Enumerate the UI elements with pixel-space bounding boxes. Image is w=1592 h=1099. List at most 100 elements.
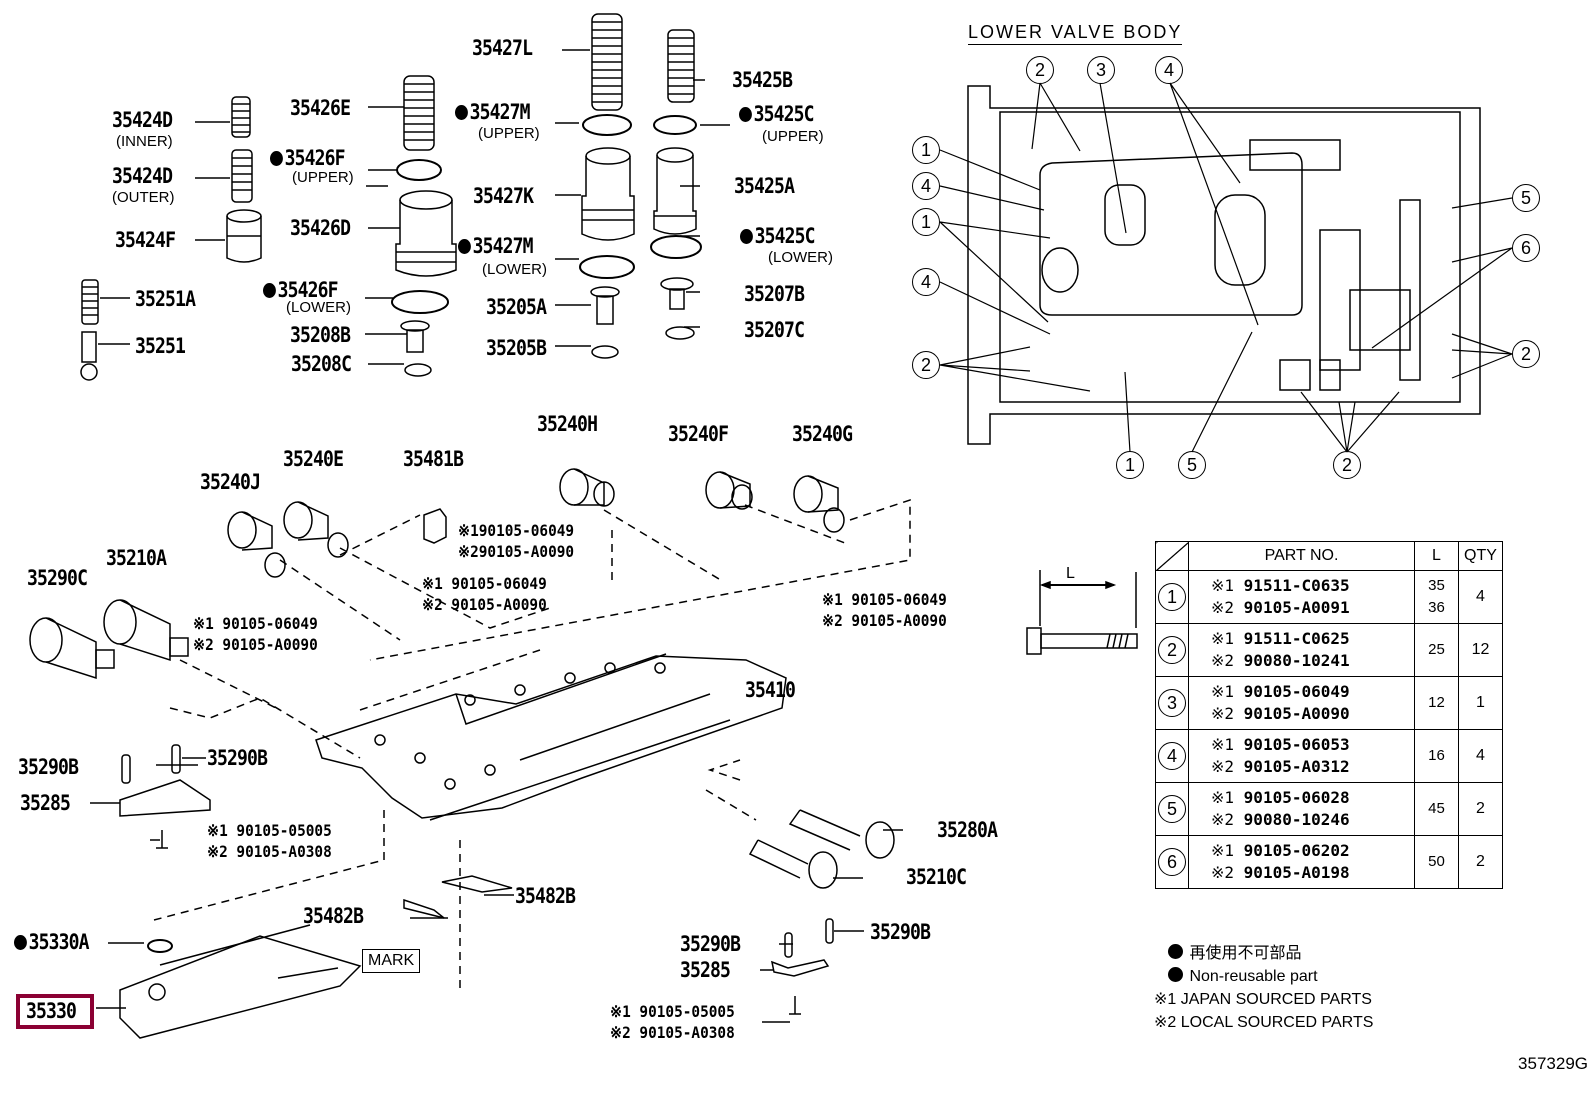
legend: 再使用不可部品 Non-reusable part ※1 JAPAN SOURC… xyxy=(1154,942,1373,1034)
part-label-35410[interactable]: 35410 xyxy=(745,678,796,702)
part-label-35427K[interactable]: 35427K xyxy=(473,184,534,208)
part-label-35290B-lower-left[interactable]: 35290B xyxy=(680,932,741,956)
part-label-35240F[interactable]: 35240F xyxy=(668,422,729,446)
japan-part-number[interactable]: ※1 90105-06202 xyxy=(1211,840,1414,862)
part-label-35251[interactable]: 35251 xyxy=(135,334,186,358)
callout-4-left-b: 4 xyxy=(912,268,940,296)
bolt-length: 12 xyxy=(1414,676,1459,730)
part-label-35426E[interactable]: 35426E xyxy=(290,96,351,120)
bolt-callout-right[interactable]: ※1 90105-06049※2 90105-A0090 xyxy=(822,590,947,630)
japan-part[interactable]: 91511-C0635 xyxy=(1243,576,1350,595)
part-label-35290B-left[interactable]: 35290B xyxy=(18,755,79,779)
part-sub-inner: (INNER) xyxy=(116,133,173,150)
bolt-callout-center[interactable]: ※1 90105-06049※2 90105-A0090 xyxy=(422,574,547,614)
local-part-number[interactable]: ※2 90105-A0312 xyxy=(1211,756,1414,778)
part-label-35205A[interactable]: 35205A xyxy=(486,295,547,319)
callout-5-right: 5 xyxy=(1512,184,1540,212)
part-label-35426F-upper[interactable]: 35426F xyxy=(270,148,346,169)
part-label-35482B-left[interactable]: 35482B xyxy=(303,904,364,928)
bolt-callout-35285-lower[interactable]: ※1 90105-05005※2 90105-A0308 xyxy=(610,1002,735,1042)
bolt-ref-number: 3 xyxy=(1158,689,1186,717)
japan-part[interactable]: 90105-06202 xyxy=(1243,841,1350,860)
bolt-part-numbers[interactable]: ※1 90105-06053※2 90105-A0312 xyxy=(1188,729,1415,783)
bolt-part-numbers[interactable]: ※1 90105-06049※2 90105-A0090 xyxy=(1188,676,1415,730)
bolt-part-numbers[interactable]: ※1 90105-06028※2 90080-10246 xyxy=(1188,782,1415,836)
japan-part-number[interactable]: ※1 91511-C0625 xyxy=(1211,628,1414,650)
japan-prefix: ※1 xyxy=(1211,788,1244,807)
part-label-35208C[interactable]: 35208C xyxy=(291,352,352,376)
part-label-35425C-upper[interactable]: 35425C xyxy=(739,104,815,125)
japan-part-number[interactable]: ※1 91511-C0635 xyxy=(1211,575,1414,597)
part-label-35424D-inner-num[interactable]: 35424D xyxy=(112,108,173,132)
piston-35425A xyxy=(653,147,697,235)
local-part[interactable]: 90105-A0198 xyxy=(1243,863,1350,882)
bolt-callout-35285-left[interactable]: ※1 90105-05005※2 90105-A0308 xyxy=(207,821,332,861)
local-part[interactable]: 90105-A0312 xyxy=(1243,757,1350,776)
part-label-35424F[interactable]: 35424F xyxy=(115,228,176,252)
part-label-35427M-lower[interactable]: 35427M xyxy=(458,236,534,257)
local-part-number[interactable]: ※2 90105-A0091 xyxy=(1211,597,1414,619)
part-label-35330A[interactable]: 35330A xyxy=(14,932,90,953)
part-label-35425B[interactable]: 35425B xyxy=(732,68,793,92)
part-label-35482B-center[interactable]: 35482B xyxy=(515,884,576,908)
part-label-35426F-lower[interactable]: 35426F xyxy=(263,280,339,301)
pin-35290B-mid xyxy=(171,744,181,774)
local-part[interactable]: 90105-A0090 xyxy=(1243,704,1350,723)
part-label-35290B-mid[interactable]: 35290B xyxy=(207,746,268,770)
non-reusable-bullet-icon xyxy=(455,105,468,120)
japan-part[interactable]: 90105-06028 xyxy=(1243,788,1350,807)
japan-part[interactable]: 91511-C0625 xyxy=(1243,629,1350,648)
callout-2-top: 2 xyxy=(1026,56,1054,84)
local-part[interactable]: 90080-10246 xyxy=(1243,810,1350,829)
part-label-35425A[interactable]: 35425A xyxy=(734,174,795,198)
part-label-35280A[interactable]: 35280A xyxy=(937,818,998,842)
japan-part-number[interactable]: ※1 90105-06053 xyxy=(1211,734,1414,756)
part-label-35240G[interactable]: 35240G xyxy=(792,422,853,446)
part-label-35425C-lower[interactable]: 35425C xyxy=(740,226,816,247)
bolt-length: 45 xyxy=(1414,782,1459,836)
part-label-35427L[interactable]: 35427L xyxy=(472,36,533,60)
highlighted-part-35330[interactable]: 35330 xyxy=(16,994,95,1029)
part-label-35207B[interactable]: 35207B xyxy=(744,282,805,306)
local-part[interactable]: 90105-A0091 xyxy=(1243,598,1350,617)
part-label-35210A[interactable]: 35210A xyxy=(106,546,167,570)
japan-part[interactable]: 90105-06049 xyxy=(1243,682,1350,701)
part-label-35210C[interactable]: 35210C xyxy=(906,865,967,889)
bolt-part-numbers[interactable]: ※1 91511-C0635※2 90105-A0091 xyxy=(1188,570,1415,624)
local-part-number[interactable]: ※2 90080-10241 xyxy=(1211,650,1414,672)
japan-part[interactable]: 90105-06053 xyxy=(1243,735,1350,754)
bolt-35285-left xyxy=(156,830,168,849)
part-label-35207C[interactable]: 35207C xyxy=(744,318,805,342)
part-label-35290B-lower-right[interactable]: 35290B xyxy=(870,920,931,944)
part-label-35285-left[interactable]: 35285 xyxy=(20,791,71,815)
part-label-35240J[interactable]: 35240J xyxy=(200,470,261,494)
bolt-part-numbers[interactable]: ※1 90105-06202※2 90105-A0198 xyxy=(1188,835,1415,889)
part-label-35240E[interactable]: 35240E xyxy=(283,447,344,471)
length-value: 35 xyxy=(1428,577,1445,594)
spring-35427L xyxy=(591,13,623,111)
local-part-number[interactable]: ※2 90105-A0090 xyxy=(1211,703,1414,725)
local-part[interactable]: 90080-10241 xyxy=(1243,651,1350,670)
part-label-35290C[interactable]: 35290C xyxy=(27,566,88,590)
part-label-35426D[interactable]: 35426D xyxy=(290,216,351,240)
part-label-35427M-upper[interactable]: 35427M xyxy=(455,102,531,123)
bolt-callout-35240j[interactable]: ※1 90105-06049※2 90105-A0090 xyxy=(193,614,318,654)
part-label-35481B[interactable]: 35481B xyxy=(403,447,464,471)
header-corner xyxy=(1155,541,1189,571)
part-label-35240H[interactable]: 35240H xyxy=(537,412,598,436)
local-part-number[interactable]: ※2 90080-10246 xyxy=(1211,809,1414,831)
local-part-number[interactable]: ※2 90105-A0198 xyxy=(1211,862,1414,884)
japan-part-number[interactable]: ※1 90105-06028 xyxy=(1211,787,1414,809)
non-reusable-bullet-icon xyxy=(270,151,283,166)
part-label-35251A[interactable]: 35251A xyxy=(135,287,196,311)
bolt-part-numbers[interactable]: ※1 91511-C0625※2 90080-10241 xyxy=(1188,623,1415,677)
bolt-callout-35481b[interactable]: ※190105-06049※290105-A0090 xyxy=(458,521,575,561)
part-label-35424D-outer[interactable]: 35424D xyxy=(112,164,173,188)
part-label-35285-lower[interactable]: 35285 xyxy=(680,958,731,982)
part-label-35208B[interactable]: 35208B xyxy=(290,323,351,347)
part-label-35205B[interactable]: 35205B xyxy=(486,336,547,360)
japan-part-number[interactable]: ※1 90105-06049 xyxy=(1211,681,1414,703)
length-value: 16 xyxy=(1428,747,1445,764)
